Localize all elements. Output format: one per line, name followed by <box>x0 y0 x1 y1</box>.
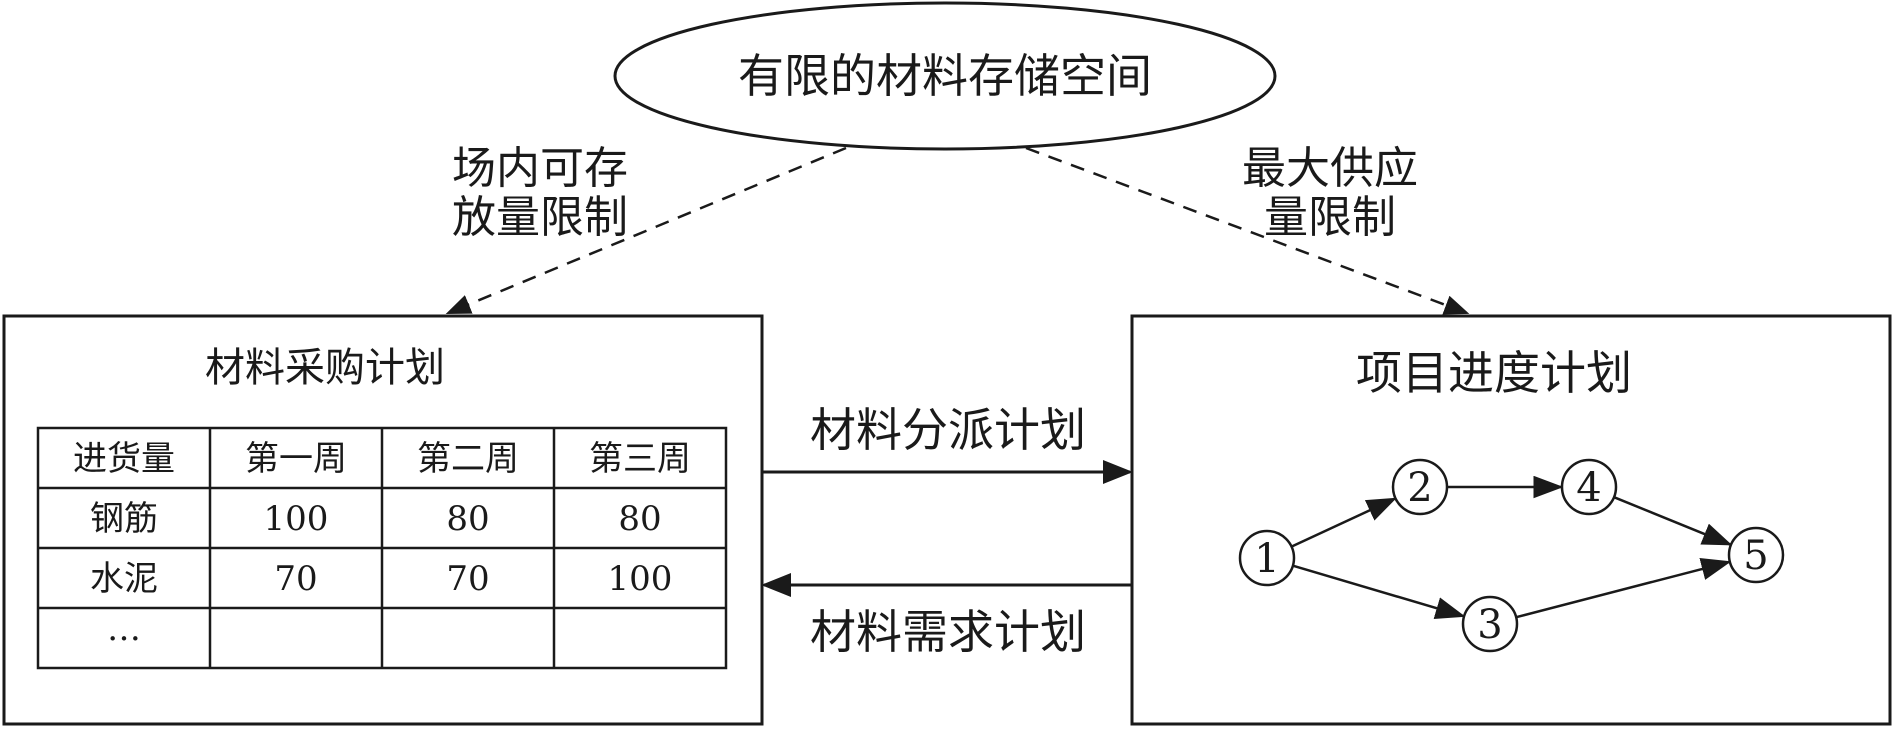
network-node-3 <box>1461 595 1519 653</box>
network-nodes: 1 2 3 4 5 <box>1238 458 1785 653</box>
network-node-1 <box>1238 529 1296 587</box>
table-cell: 100 <box>264 499 329 539</box>
network-node-2 <box>1391 458 1449 516</box>
storage-node: 有限的材料存储空间 <box>613 1 1277 151</box>
demand-flow-label: 材料需求计划 <box>810 605 1086 659</box>
procurement-box-title: 材料采购计划 <box>205 345 445 391</box>
table-cell: … <box>107 609 141 649</box>
table-cell: 80 <box>618 499 661 539</box>
table-cell: 70 <box>446 559 489 599</box>
network-node-5 <box>1727 526 1785 584</box>
table-header-cell: 第一周 <box>245 439 347 479</box>
network-node-label-3: 3 <box>1477 602 1502 648</box>
right-constraint-label-line2: 量限制 <box>1264 192 1396 243</box>
left-constraint-label-line1: 场内可存 <box>452 143 628 194</box>
table-cell: 70 <box>274 559 317 599</box>
table-header-cell: 进货量 <box>73 439 175 479</box>
table-cell: 100 <box>608 559 673 599</box>
network-node-label-2: 2 <box>1407 465 1432 511</box>
dispatch-flow-label: 材料分派计划 <box>810 403 1086 457</box>
network-node-label-4: 4 <box>1576 465 1601 511</box>
table-header-cell: 第三周 <box>589 439 691 479</box>
network-node-label-1: 1 <box>1254 536 1279 582</box>
schedule-box-frame <box>1130 314 1892 726</box>
table-cell: 水泥 <box>90 559 158 599</box>
network-edge-3-5 <box>1515 558 1732 619</box>
network-node-label-5: 5 <box>1743 533 1768 579</box>
network-edges <box>1290 475 1733 620</box>
network-node-4 <box>1560 458 1618 516</box>
right-constraint-label-line1: 最大供应 <box>1242 143 1418 194</box>
right-constraint-arrow <box>1025 146 1470 315</box>
network-edge-1-2 <box>1290 497 1397 548</box>
storage-ellipse <box>613 1 1277 151</box>
procurement-box-frame <box>2 314 764 726</box>
storage-label: 有限的材料存储空间 <box>738 49 1152 103</box>
table-header-cell: 第二周 <box>417 439 519 479</box>
network-edge-1-3 <box>1292 564 1466 620</box>
table-cell: 钢筋 <box>90 499 158 539</box>
left-constraint-label-line2: 放量限制 <box>452 192 628 243</box>
network-edge-4-5 <box>1613 496 1733 546</box>
schedule-box-title: 项目进度计划 <box>1356 346 1632 400</box>
schedule-box: 项目进度计划 1 2 3 4 5 <box>1130 314 1892 726</box>
table-cell: 80 <box>446 499 489 539</box>
